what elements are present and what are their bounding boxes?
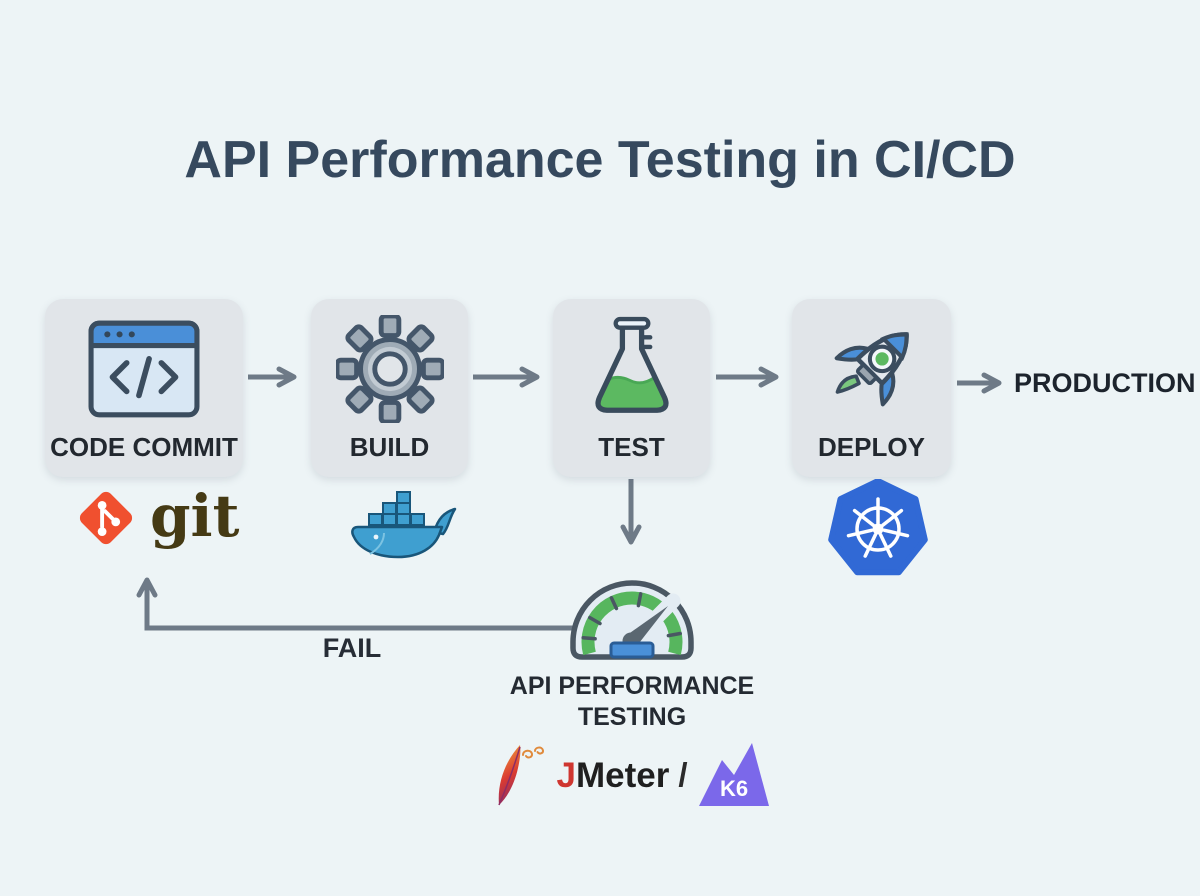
jmeter-feather-icon xyxy=(498,745,545,806)
perf-tools: JMeter / K6 xyxy=(450,738,814,812)
tools-separator: / xyxy=(678,756,688,793)
stage-label: BUILD xyxy=(349,432,430,462)
jmeter-label: JMeter xyxy=(556,758,669,793)
jmeter-label-j: J xyxy=(556,755,576,795)
k6-icon: K6 xyxy=(698,743,769,806)
git-label: git xyxy=(150,482,240,550)
git-logo: git xyxy=(70,482,239,554)
arrow-fail-loop xyxy=(136,577,574,631)
jmeter-label-rest: Meter xyxy=(575,755,670,795)
docker-whale-icon xyxy=(351,491,457,559)
k6-label: K6 xyxy=(719,776,747,801)
production-label: PRODUCTION xyxy=(1014,368,1196,398)
code-window-icon xyxy=(88,305,200,432)
flask-icon xyxy=(584,305,680,432)
gauge-icon xyxy=(566,556,698,671)
stage-code-commit: CODE COMMIT xyxy=(45,299,243,477)
stage-deploy: DEPLOY xyxy=(792,299,951,477)
stage-label: DEPLOY xyxy=(818,432,925,462)
stage-label: TEST xyxy=(598,432,665,462)
gear-icon xyxy=(335,305,444,432)
api-performance-testing-label: API PERFORMANCE TESTING xyxy=(457,671,807,733)
perf-label-line2: TESTING xyxy=(577,703,687,731)
perf-label-line1: API PERFORMANCE xyxy=(509,672,755,700)
kubernetes-icon xyxy=(828,479,928,576)
git-icon xyxy=(79,491,133,545)
stage-label: CODE COMMIT xyxy=(50,432,238,462)
stage-test: TEST xyxy=(553,299,710,477)
fail-label: FAIL xyxy=(322,633,382,663)
rocket-icon xyxy=(816,305,928,432)
page-title: API Performance Testing in CI/CD xyxy=(184,131,1016,189)
stage-build: BUILD xyxy=(311,299,468,477)
